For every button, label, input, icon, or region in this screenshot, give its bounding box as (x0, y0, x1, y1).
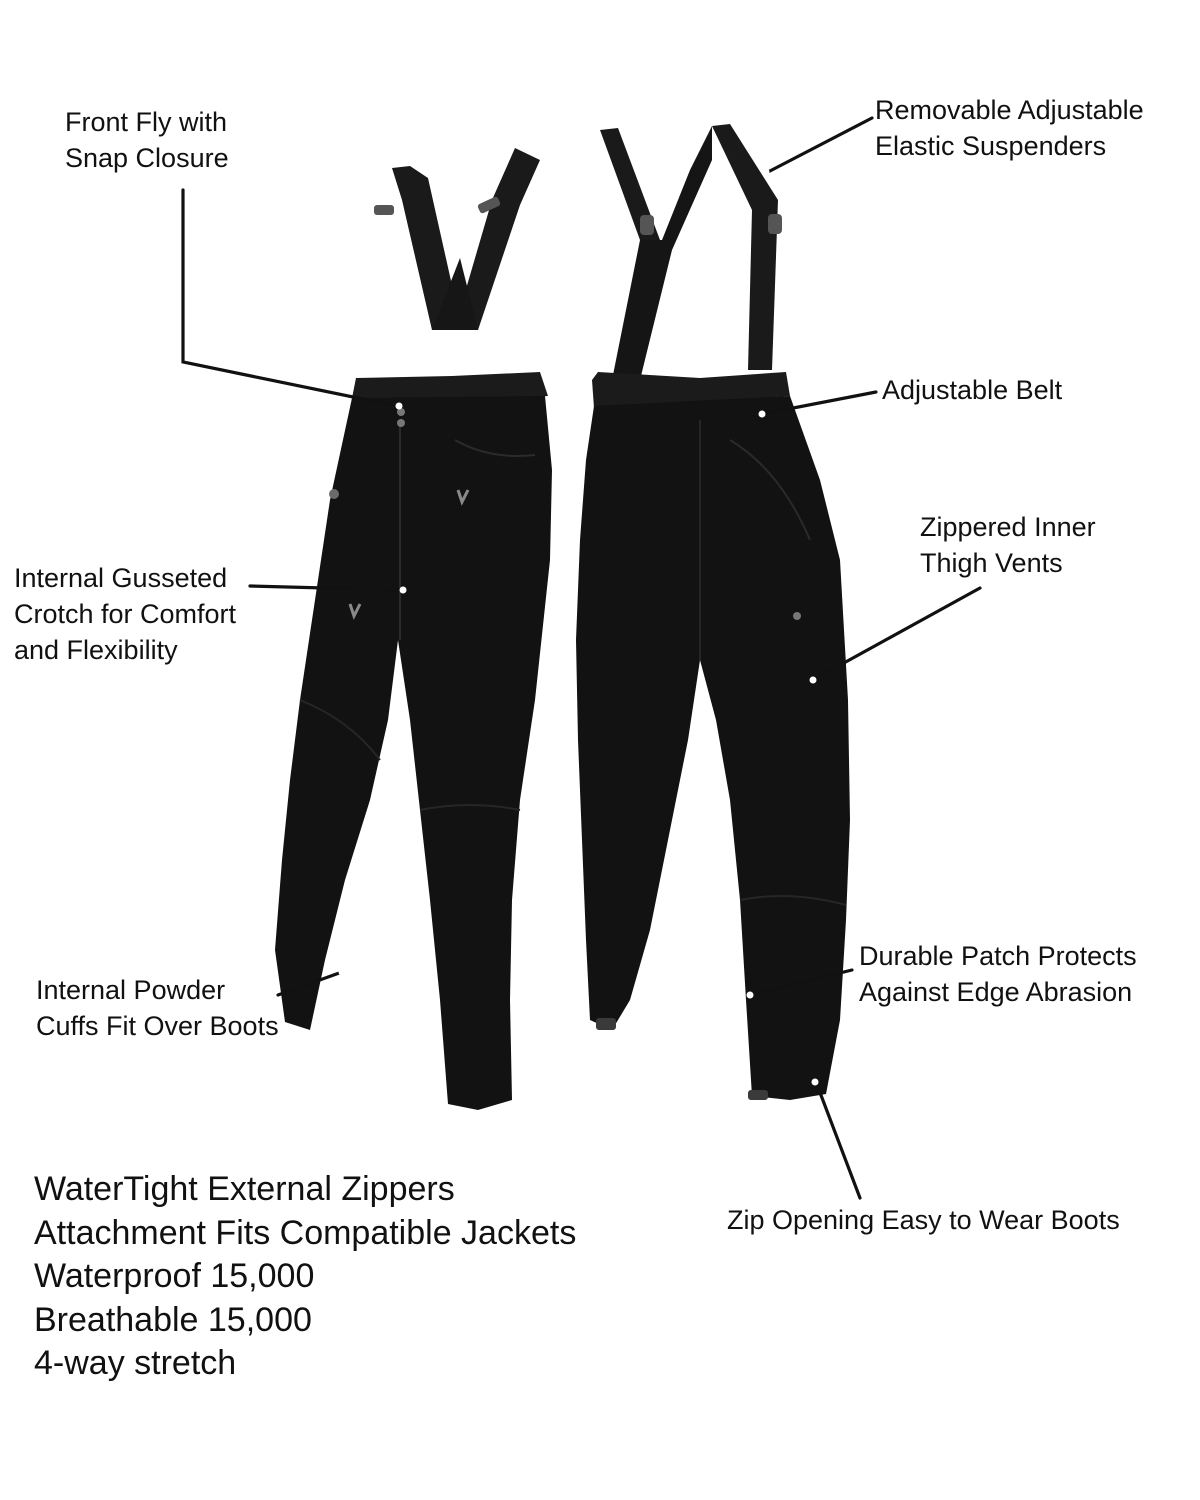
back-view-pants (576, 124, 850, 1100)
dot-belt (758, 410, 766, 418)
callout-suspenders: Removable Adjustable Elastic Suspenders (875, 92, 1144, 164)
callout-line: Crotch for Comfort (14, 599, 237, 629)
front-bib (432, 258, 478, 330)
leader-lines (181, 116, 982, 1200)
suspender-buckle-left (374, 205, 394, 215)
dot-powder-cuffs (338, 968, 346, 976)
leader-crotch (248, 584, 404, 592)
leader-zip-opening (814, 1080, 862, 1200)
callout-line: Removable Adjustable (875, 95, 1144, 125)
dot-crotch (399, 586, 407, 594)
callout-line: Internal Gusseted (14, 563, 228, 593)
spec-item: Waterproof 15,000 (34, 1257, 315, 1295)
dot-edge-patch (746, 991, 754, 999)
callout-line: Adjustable Belt (882, 375, 1063, 405)
front-left-suspender (392, 166, 462, 330)
callout-line: Thigh Vents (920, 548, 1063, 578)
leader-edge-patch (748, 968, 854, 997)
leader-front-fly (181, 188, 394, 407)
back-right-suspender (712, 124, 778, 370)
callout-front-fly: Front Fly with Snap Closure (65, 104, 229, 176)
spec-item: Attachment Fits Compatible Jackets (34, 1213, 577, 1252)
callout-line: Internal Powder (36, 975, 226, 1005)
callout-crotch: Internal Gusseted Crotch for Comfort and… (14, 560, 236, 668)
spec-list: WaterTight External Zippers Attachment F… (34, 1168, 576, 1386)
leader-thigh-vents (811, 586, 982, 682)
dot-front-fly (395, 402, 403, 410)
callout-line: Against Edge Abrasion (859, 977, 1133, 1007)
callout-thigh-vents: Zippered Inner Thigh Vents (920, 509, 1096, 581)
spec-item: Breathable 15,000 (34, 1300, 312, 1339)
callout-line: Elastic Suspenders (875, 131, 1107, 161)
callout-line: Zippered Inner (920, 512, 1096, 542)
callout-line: Zip Opening Easy to Wear Boots (727, 1205, 1120, 1235)
back-pants-body (576, 396, 850, 1100)
callout-zip-opening: Zip Opening Easy to Wear Boots (727, 1202, 1120, 1238)
suspender-buckle-right (477, 196, 501, 214)
front-right-suspender (454, 148, 540, 330)
callout-edge-patch: Durable Patch Protects Against Edge Abra… (859, 938, 1137, 1010)
callout-belt: Adjustable Belt (882, 372, 1062, 408)
leader-powder-cuffs (276, 970, 344, 997)
front-snap-button (397, 408, 405, 416)
dot-suspenders (762, 168, 770, 176)
spec-item: 4-way stretch (34, 1344, 237, 1382)
callout-powder-cuffs: Internal Powder Cuffs Fit Over Boots (36, 972, 279, 1044)
back-bib (612, 126, 712, 380)
front-pants-body (275, 396, 552, 1110)
back-left-suspender (600, 128, 660, 240)
callout-line: Front Fly with (65, 107, 228, 137)
front-view-pants (275, 148, 552, 1110)
callout-line: and Flexibility (14, 635, 178, 665)
dot-thigh-vents (809, 676, 817, 684)
leader-suspenders (766, 116, 874, 174)
dot-zip-opening (811, 1078, 819, 1086)
front-waistband (352, 372, 548, 402)
callout-line: Cuffs Fit Over Boots (36, 1011, 279, 1041)
callout-line: Snap Closure (65, 143, 229, 173)
callout-line: Durable Patch Protects (859, 941, 1137, 971)
leader-belt (760, 390, 878, 416)
back-suspender-ring (640, 215, 654, 235)
marker-dots (338, 168, 819, 1086)
spec-item: WaterTight External Zippers (34, 1170, 455, 1208)
